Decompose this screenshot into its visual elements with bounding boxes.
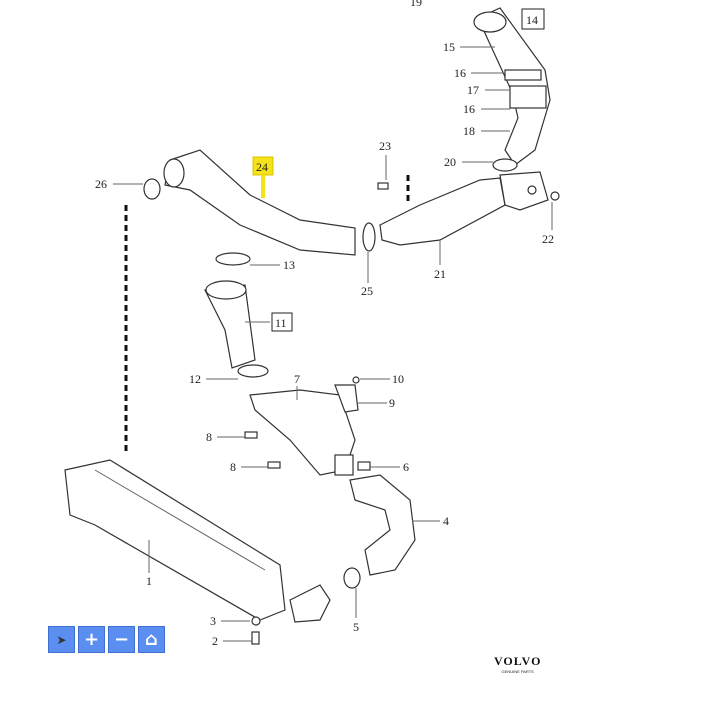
bolt-8a — [244, 431, 258, 439]
pipe-21 — [379, 171, 549, 246]
home-button[interactable]: ⌂ — [138, 626, 165, 653]
home-icon: ⌂ — [145, 629, 158, 650]
callout-11[interactable]: 11 — [275, 316, 287, 330]
leader-lines — [113, 46, 553, 642]
hose-24 — [163, 149, 356, 256]
screw-10 — [352, 376, 360, 384]
callout-18[interactable]: 18 — [463, 124, 475, 138]
callout-7[interactable]: 7 — [294, 372, 300, 386]
upper-pipe — [473, 7, 551, 172]
pointer-button[interactable]: ➤ — [48, 626, 75, 653]
housing-outlet — [334, 454, 354, 476]
zoom-in-button[interactable]: + — [78, 626, 105, 653]
sensor-9 — [334, 384, 359, 413]
callout-13[interactable]: 13 — [283, 258, 295, 272]
callout-5[interactable]: 5 — [353, 620, 359, 634]
callout-6[interactable]: 6 — [403, 460, 409, 474]
callout-23[interactable]: 23 — [379, 139, 391, 153]
callout-16[interactable]: 16 — [463, 102, 475, 116]
volvo-logo: VOLVO GENUINE PARTS — [494, 654, 541, 674]
o-ring-12 — [237, 364, 269, 378]
callout-20[interactable]: 20 — [444, 155, 456, 169]
callout-26[interactable]: 26 — [95, 177, 107, 191]
logo-subtitle: GENUINE PARTS — [501, 669, 534, 674]
zoom-out-icon: − — [113, 629, 130, 650]
callout-25[interactable]: 25 — [361, 284, 373, 298]
callout-8[interactable]: 8 — [230, 460, 236, 474]
callout-14[interactable]: 14 — [526, 13, 538, 27]
bolt-8b — [267, 461, 281, 469]
o-ring-5 — [343, 567, 361, 589]
callout-box-14[interactable] — [521, 8, 545, 30]
logo-wordmark: VOLVO — [494, 654, 542, 668]
intercooler-1 — [64, 459, 331, 623]
hose-4 — [349, 474, 416, 576]
washer-3 — [251, 616, 261, 626]
o-ring-13 — [215, 252, 251, 266]
callout-15[interactable]: 15 — [443, 40, 455, 54]
callout-24[interactable]: 24 — [256, 160, 268, 174]
callout-3[interactable]: 3 — [210, 614, 216, 628]
diagram-toolbar: ➤ + − ⌂ — [48, 626, 165, 653]
callout-4[interactable]: 4 — [443, 514, 449, 528]
callout-12[interactable]: 12 — [189, 372, 201, 386]
zoom-out-button[interactable]: − — [108, 626, 135, 653]
bolt-23 — [377, 182, 389, 190]
pipe-11-flange — [205, 280, 247, 300]
callout-17[interactable]: 17 — [467, 83, 479, 97]
bolt-2 — [251, 631, 260, 645]
callout-8[interactable]: 8 — [206, 430, 212, 444]
callout-16[interactable]: 16 — [454, 66, 466, 80]
nut-22 — [550, 191, 560, 201]
callout-1[interactable]: 1 — [146, 574, 152, 588]
callout-10[interactable]: 10 — [392, 372, 404, 386]
clip-6 — [357, 461, 371, 471]
zoom-in-icon: + — [83, 629, 100, 650]
o-ring-25 — [362, 222, 376, 252]
callout-21[interactable]: 21 — [434, 267, 446, 281]
pointer-icon: ➤ — [56, 632, 67, 647]
callout-22[interactable]: 22 — [542, 232, 554, 246]
callout-9[interactable]: 9 — [389, 396, 395, 410]
callout-19[interactable]: 19 — [410, 0, 422, 9]
callout-2[interactable]: 2 — [212, 634, 218, 648]
callout-box-11[interactable] — [271, 312, 293, 332]
o-ring-26 — [143, 178, 161, 200]
